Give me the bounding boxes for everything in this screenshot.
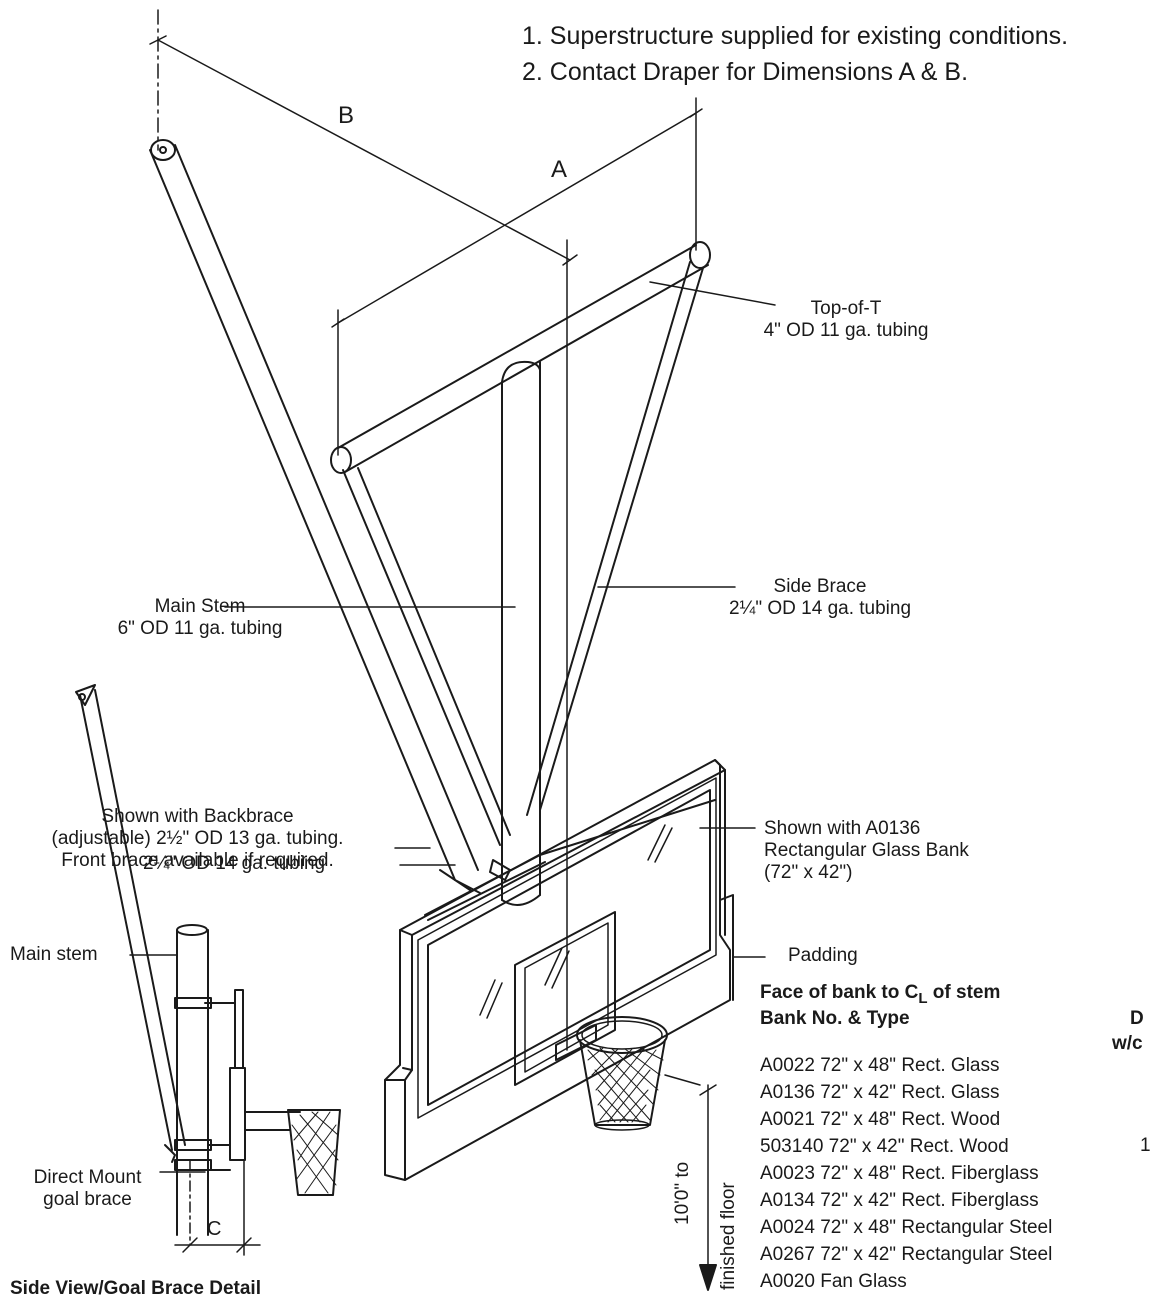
front-brace-note: Front brace available if required.	[61, 849, 334, 871]
backbrace-callout: Shown with Backbrace (adjustable) 2½" OD…	[0, 806, 395, 872]
glass-bank-line3: (72" x 42")	[764, 861, 853, 883]
side-brace-right	[526, 261, 704, 816]
glass-bank-line1: Shown with A0136	[764, 818, 921, 839]
detail-main-stem-label: Main stem	[10, 944, 98, 965]
side-brace-spec: 2¼" OD 14 ga. tubing	[728, 597, 912, 619]
table-row: 503140 72" x 42" Rect. Wood	[760, 1136, 1009, 1157]
backbrace	[149, 144, 479, 881]
table-heading-1-tail: of stem	[927, 982, 1001, 1003]
backbrace-label: Shown with Backbrace	[101, 806, 294, 827]
top-of-t-tube	[337, 244, 709, 473]
floor-dimension-text-1: 10'0" to	[672, 1161, 693, 1225]
side-brace-callout: Side Brace 2¼" OD 14 ga. tubing	[695, 576, 945, 620]
table-row: A0134 72" x 42" Rect. Fiberglass	[760, 1190, 1039, 1211]
table-heading-1-sub: L	[918, 989, 928, 1007]
right-edge-label-1: D	[1130, 1008, 1144, 1029]
table-heading-1: Face of bank to CL of stem	[760, 982, 1000, 1007]
detail-goal-brace-label: Direct Mount goal brace	[0, 1167, 175, 1211]
backboard-frame	[384, 759, 731, 1181]
detail-goal-brace-line1: Direct Mount	[33, 1167, 142, 1188]
table-row: A0024 72" x 48" Rectangular Steel	[760, 1217, 1053, 1238]
net	[579, 1039, 666, 1126]
dimension-a-label: A	[551, 156, 568, 183]
table-row: A0023 72" x 48" Rect. Fiberglass	[760, 1163, 1039, 1184]
side-brace-left	[342, 467, 511, 846]
dimension-b-line	[157, 39, 571, 261]
detail-title: Side View/Goal Brace Detail	[10, 1278, 261, 1299]
table-row: A0021 72" x 48" Rect. Wood	[760, 1109, 1001, 1130]
note-1: 1. Superstructure supplied for existing …	[522, 22, 1069, 50]
glass-bank-callout: Shown with A0136 Rectangular Glass Bank …	[764, 818, 969, 884]
main-stem-callout: Main Stem 6" OD 11 ga. tubing	[70, 596, 330, 640]
table-heading-1-text: Face of bank to C	[760, 982, 919, 1003]
main-stem	[501, 361, 541, 901]
right-edge-label-3: 1	[1140, 1135, 1151, 1156]
top-of-t-callout: Top-of-T 4" OD 11 ga. tubing	[726, 298, 966, 342]
hoop-rim	[576, 1016, 668, 1054]
detail-goal-brace-line2: goal brace	[43, 1188, 132, 1210]
table-row: A0020 Fan Glass	[760, 1271, 907, 1292]
backbrace-spec: (adjustable) 2½" OD 13 ga. tubing.	[51, 827, 344, 849]
detail-main-stem	[176, 929, 209, 1236]
right-edge-label-2: w/c	[1112, 1033, 1143, 1054]
padding-label: Padding	[788, 945, 858, 966]
note-2: 2. Contact Draper for Dimensions A & B.	[522, 58, 969, 86]
side-brace-label: Side Brace	[773, 576, 867, 597]
top-of-t-spec: 4" OD 11 ga. tubing	[763, 319, 929, 341]
table-row: A0022 72" x 48" Rect. Glass	[760, 1055, 1000, 1076]
detail-goal-brace	[79, 689, 186, 1151]
dimension-b-label: B	[338, 102, 355, 129]
glass-bank-line2: Rectangular Glass Bank	[764, 839, 969, 861]
main-stem-label: Main Stem	[154, 596, 246, 617]
lower-brace	[439, 869, 481, 894]
main-stem-spec: 6" OD 11 ga. tubing	[117, 617, 283, 639]
dimension-c-label: C	[207, 1218, 222, 1240]
table-row: A0267 72" x 42" Rectangular Steel	[760, 1244, 1053, 1265]
floor-dimension-text-2: finished floor	[718, 1182, 739, 1290]
target-square	[514, 911, 616, 1086]
lower-brace-label: 2¼" OD 14 ga. tubing	[143, 853, 326, 874]
table-heading-2: Bank No. & Type	[760, 1008, 910, 1029]
top-of-t-label: Top-of-T	[810, 298, 882, 319]
padding	[719, 894, 734, 1001]
table-row: A0136 72" x 42" Rect. Glass	[760, 1082, 1000, 1103]
dimension-a-line	[337, 112, 697, 324]
